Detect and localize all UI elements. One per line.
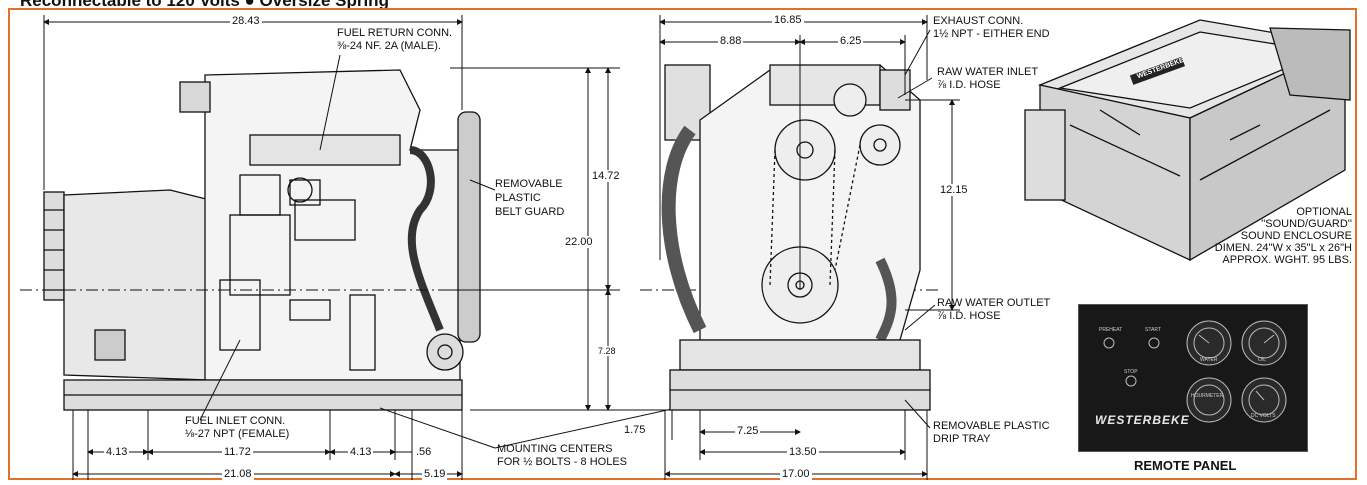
remote-panel-brand: WESTERBEKE bbox=[1095, 413, 1190, 427]
enclosure-caption-line: APPROX. WGHT. 95 LBS. bbox=[1222, 254, 1352, 266]
enclosure-caption-line: ''SOUND/GUARD'' bbox=[1261, 218, 1352, 230]
dim-side-b: 11.72 bbox=[222, 446, 253, 458]
callout-line: ⅛-27 NPT (FEMALE) bbox=[185, 428, 290, 440]
dim-side-a: 4.13 bbox=[104, 446, 130, 458]
remote-panel-face: PREHEAT START STOP WATER OIL HOURMETER D… bbox=[1099, 320, 1287, 423]
gauge-label: OIL bbox=[1258, 357, 1266, 363]
dim-front-foot: 1.75 bbox=[622, 424, 648, 436]
callout-line: REMOVABLE PLASTIC bbox=[933, 420, 1050, 432]
switch-label: START bbox=[1145, 327, 1161, 333]
dim-height-total: 22.00 bbox=[565, 236, 593, 248]
gauge-label: HOURMETER bbox=[1191, 393, 1224, 399]
callout-line: DRIP TRAY bbox=[933, 433, 991, 445]
enclosure-caption-line: SOUND ENCLOSURE bbox=[1240, 230, 1352, 242]
dim-front-right: 6.25 bbox=[838, 35, 864, 47]
callout-line: PLASTIC bbox=[495, 192, 541, 204]
callout-line: EXHAUST CONN. bbox=[933, 15, 1024, 27]
gauge-label: DC VOLTS bbox=[1251, 413, 1276, 419]
header: Reconnectable to 120 Volts ● Oversize Sp… bbox=[0, 0, 1367, 14]
dim-front-base: 13.50 bbox=[787, 446, 819, 458]
callout-line: BELT GUARD bbox=[495, 206, 565, 218]
front-view bbox=[661, 64, 931, 411]
callout-line: 1½ NPT - EITHER END bbox=[933, 28, 1050, 40]
enclosure-caption-line: DIMEN. 24"W x 35"L x 26"H bbox=[1214, 242, 1352, 254]
switch-label: PREHEAT bbox=[1099, 327, 1122, 333]
dim-front-top: 16.85 bbox=[772, 14, 804, 26]
side-view bbox=[43, 69, 481, 411]
callout-line: FOR ½ BOLTS - 8 HOLES bbox=[497, 456, 627, 468]
callout-line: RAW WATER OUTLET bbox=[937, 297, 1051, 309]
dim-side-e: 5.19 bbox=[422, 468, 448, 480]
callout-line: ⅜-24 NF. 2A (MALE). bbox=[337, 40, 441, 52]
dim-height-upper: 14.72 bbox=[592, 170, 620, 182]
enclosure-caption-line: OPTIONAL bbox=[1296, 206, 1352, 218]
dim-side-c: 4.13 bbox=[348, 446, 374, 458]
dim-front-total: 17.00 bbox=[780, 468, 812, 480]
callout-line: ⅞ I.D. HOSE bbox=[937, 79, 1001, 91]
dim-side-d: .56 bbox=[414, 446, 434, 458]
sound-enclosure bbox=[1024, 19, 1351, 262]
remote-panel: PREHEAT START STOP WATER OIL HOURMETER D… bbox=[1078, 304, 1308, 452]
header-title: Reconnectable to 120 Volts ● Oversize Sp… bbox=[20, 0, 389, 10]
dim-front-left: 8.88 bbox=[718, 35, 744, 47]
callout-line: FUEL INLET CONN. bbox=[185, 415, 286, 427]
gauge-label: WATER bbox=[1200, 357, 1218, 363]
callout-line: REMOVABLE bbox=[495, 178, 563, 190]
dim-side-length: 28.43 bbox=[230, 15, 262, 27]
callout-line: FUEL RETURN CONN. bbox=[337, 27, 453, 39]
callout-line: RAW WATER INLET bbox=[937, 66, 1039, 78]
remote-panel-title: REMOTE PANEL bbox=[1134, 458, 1237, 473]
callout-line: MOUNTING CENTERS bbox=[497, 443, 613, 455]
dim-front-mount: 7.25 bbox=[735, 425, 761, 437]
dim-front-height: 12.15 bbox=[940, 184, 968, 196]
dim-height-lower: 7.28 bbox=[598, 346, 616, 356]
callout-line: ⅞ I.D. HOSE bbox=[937, 310, 1001, 322]
switch-label: STOP bbox=[1124, 369, 1138, 375]
dim-side-total: 21.08 bbox=[222, 468, 254, 480]
